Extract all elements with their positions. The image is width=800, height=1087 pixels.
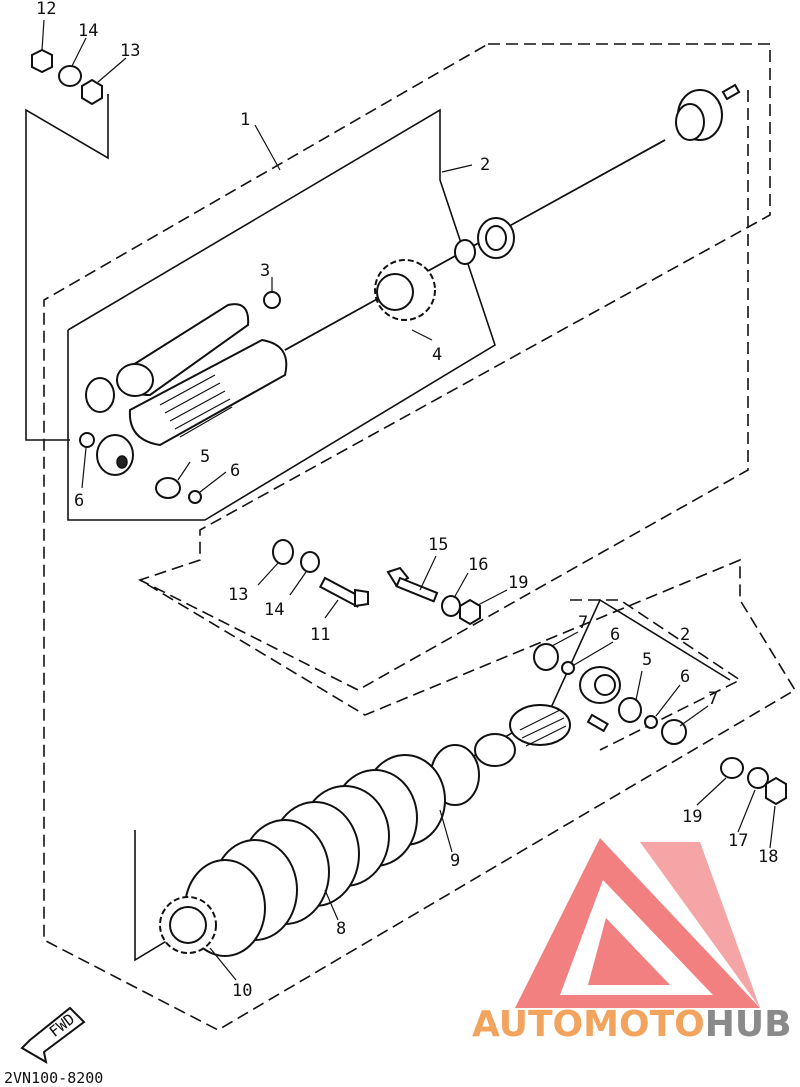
- callout-12-top: 12: [36, 0, 56, 19]
- cylinder-threads: [159, 374, 233, 438]
- spring-adjuster-ring: [159, 896, 217, 954]
- nut-19-lower: [720, 757, 744, 779]
- callout-6-lower-a: 6: [610, 625, 620, 645]
- callout-5-lower: 5: [642, 650, 652, 670]
- callout-19-mid: 19: [508, 573, 528, 593]
- callout-7-right: 7: [708, 689, 718, 709]
- bushing-5-lower: [618, 697, 642, 723]
- assembly-boundary-outer: [43, 43, 797, 1031]
- watermark-text-automoto: AUTOMOTO: [472, 1004, 705, 1045]
- rod-seal: [454, 217, 515, 265]
- callout-8: 8: [336, 919, 346, 939]
- fwd-arrow: FWD: [20, 1006, 86, 1064]
- watermark-text: AUTOMOTOHUB: [472, 1004, 792, 1045]
- bolt-11: [318, 576, 369, 608]
- callout-14-top: 14: [78, 21, 98, 41]
- bushing-7-left: [533, 643, 559, 671]
- nut-19-mid: [459, 598, 481, 626]
- callout-16: 16: [468, 555, 488, 575]
- nut-18: [765, 776, 787, 806]
- diagram-code: 2VN100-8200: [4, 1069, 103, 1087]
- bolt-3: [263, 291, 281, 309]
- callout-6-lower-b: 6: [680, 667, 690, 687]
- collar-lower: [586, 713, 609, 733]
- bushing-13-mid: [272, 539, 294, 565]
- callout-1: 1: [240, 110, 250, 130]
- callout-18: 18: [758, 847, 778, 867]
- washer-16: [441, 595, 461, 617]
- callout-17: 17: [728, 831, 748, 851]
- shock-body-outline: [67, 108, 496, 521]
- callout-9: 9: [450, 851, 460, 871]
- callout-4: 4: [432, 345, 442, 365]
- coil-spring: [184, 754, 446, 957]
- shock-cylinder: [85, 338, 288, 476]
- collar-pin: [721, 83, 741, 101]
- callout-14-mid: 14: [264, 600, 284, 620]
- callout-labels: 12 14 13 1 2 3 4 5 6 6 13 14 11 15 16 19…: [36, 0, 778, 1001]
- callout-11: 11: [310, 625, 330, 645]
- callout-6-upper-left: 6: [74, 491, 84, 511]
- oring-6-lower-b: [644, 715, 658, 729]
- watermark-text-hub: HUB: [705, 1004, 792, 1045]
- piston-rod-inner: [284, 139, 666, 351]
- lower-eye: [579, 666, 621, 704]
- spring-seat: [430, 704, 571, 806]
- bracket-top-left: [25, 94, 109, 441]
- bump-rubber: [675, 89, 723, 141]
- callout-5-upper: 5: [200, 447, 210, 467]
- bushing-5-upper: [155, 477, 181, 499]
- callout-13-mid: 13: [228, 585, 248, 605]
- oring-6-left: [79, 432, 95, 448]
- washer-17: [747, 767, 769, 789]
- callout-2-upper: 2: [480, 155, 490, 175]
- callout-10: 10: [232, 981, 252, 1001]
- callout-7-left: 7: [578, 613, 588, 633]
- oring-6-lower-a: [561, 661, 575, 675]
- bolt-15: [386, 566, 439, 603]
- nut-13-top: [81, 78, 103, 106]
- callout-2-lower: 2: [680, 625, 690, 645]
- washer-14-mid: [300, 551, 320, 573]
- callout-13-top: 13: [120, 41, 140, 61]
- nut-12: [31, 48, 53, 74]
- reservoir-tank: [116, 303, 250, 397]
- adjuster-ring: [374, 259, 436, 321]
- callout-6-upper-right: 6: [230, 461, 240, 481]
- callout-15: 15: [428, 535, 448, 555]
- washer-14-top: [58, 65, 82, 87]
- watermark-logo: [515, 838, 760, 1008]
- oring-6-right: [188, 490, 202, 504]
- callout-3: 3: [260, 261, 270, 281]
- group-2-upper-lines: [139, 90, 749, 691]
- callout-19-lower: 19: [682, 807, 702, 827]
- leader-lines: [41, 19, 776, 981]
- group-2-lower-lines: [570, 599, 742, 751]
